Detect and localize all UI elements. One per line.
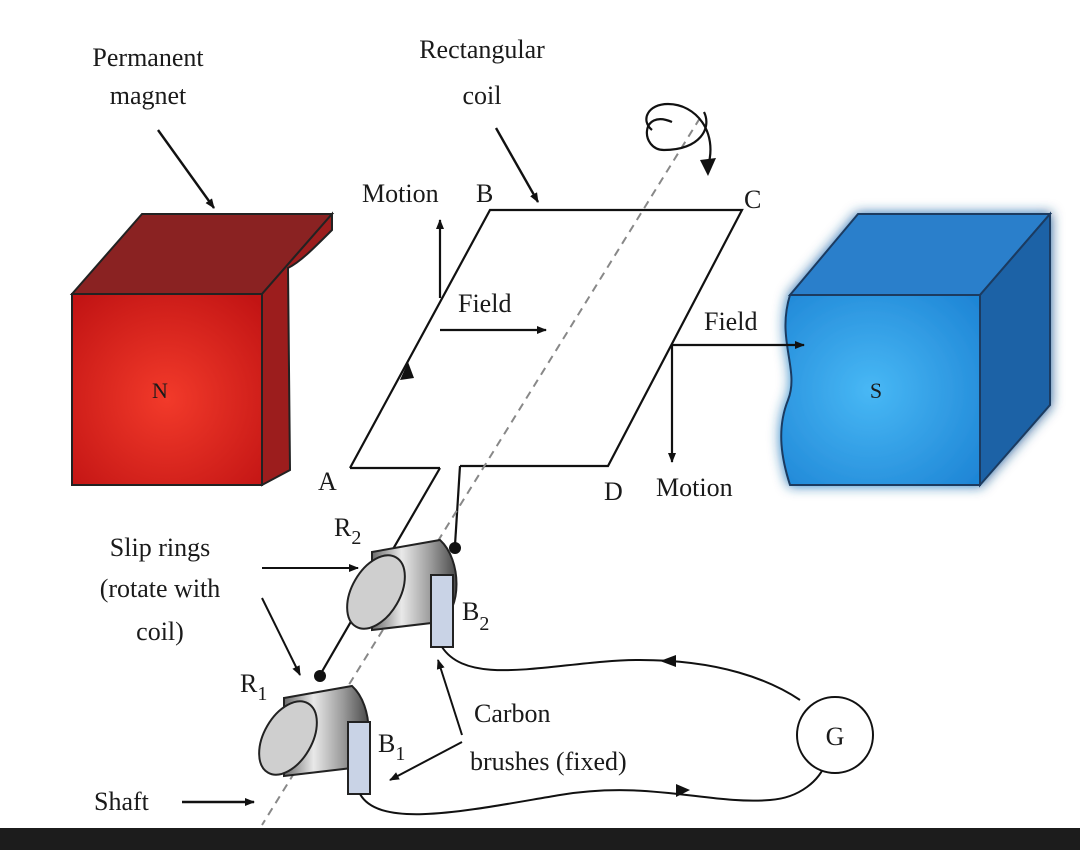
- carbon-pointer-b2: [436, 659, 463, 736]
- north-magnet-top: [69, 213, 335, 295]
- pole-s-label: S: [870, 378, 882, 403]
- point-c-label: C: [744, 185, 761, 214]
- coil-lead-d: [453, 465, 462, 546]
- wire-bottom-arrow: [676, 784, 690, 797]
- coil-outline: [349, 208, 744, 469]
- point-b-label: B: [476, 179, 493, 208]
- rotation-arrowhead: [700, 158, 716, 176]
- field-left-label: Field: [458, 289, 511, 318]
- ring-r1-contact: [314, 670, 326, 682]
- rect-coil-label-1: Rectangular: [419, 35, 545, 64]
- pole-n-label: N: [152, 378, 168, 403]
- r2-label: R2: [334, 513, 361, 549]
- carbon-brushes-label-1: Carbon: [474, 699, 551, 728]
- south-magnet-front: [780, 294, 981, 486]
- wire-top-arrow: [660, 655, 676, 667]
- slip-rings-label-3: coil): [136, 617, 184, 646]
- galvanometer-label: G: [826, 722, 845, 751]
- slip-rings-label-1: Slip rings: [110, 533, 210, 562]
- south-magnet: S: [780, 211, 1053, 488]
- north-magnet-side: [261, 211, 333, 487]
- rect-coil-label-2: coil: [463, 81, 502, 110]
- coil-current-arrow: [400, 362, 414, 380]
- rect-coil-pointer: [494, 127, 540, 203]
- point-a-label: A: [318, 467, 337, 496]
- motion-bottom-label: Motion: [656, 473, 733, 502]
- shaft-label: Shaft: [94, 787, 150, 816]
- brush-b1: [347, 721, 371, 795]
- permanent-magnet-label-2: magnet: [110, 81, 187, 110]
- carbon-pointer-b1: [389, 741, 463, 781]
- b2-label: B2: [462, 597, 489, 635]
- permanent-magnet-pointer: [157, 129, 215, 209]
- north-magnet: N: [69, 211, 335, 487]
- carbon-brushes-label-2: brushes (fixed): [470, 747, 627, 776]
- north-magnet-front: [71, 293, 263, 486]
- slip-rings-label-2: (rotate with: [100, 574, 221, 603]
- point-d-label: D: [604, 477, 623, 506]
- r1-label: R1: [240, 669, 267, 705]
- ring-r2-contact: [449, 542, 461, 554]
- galvanometer: [796, 696, 874, 774]
- brush-b2: [430, 574, 454, 648]
- permanent-magnet-label-1: Permanent: [92, 43, 204, 72]
- rotation-arc: [645, 102, 712, 167]
- b1-label: B1: [378, 729, 405, 765]
- wire-top: [441, 646, 801, 701]
- field-right-label: Field: [704, 307, 757, 336]
- slip-rings-pointer-r1: [261, 597, 301, 676]
- bottom-bar: [0, 828, 1080, 850]
- motion-top-label: Motion: [362, 179, 439, 208]
- wire-bottom: [359, 761, 827, 816]
